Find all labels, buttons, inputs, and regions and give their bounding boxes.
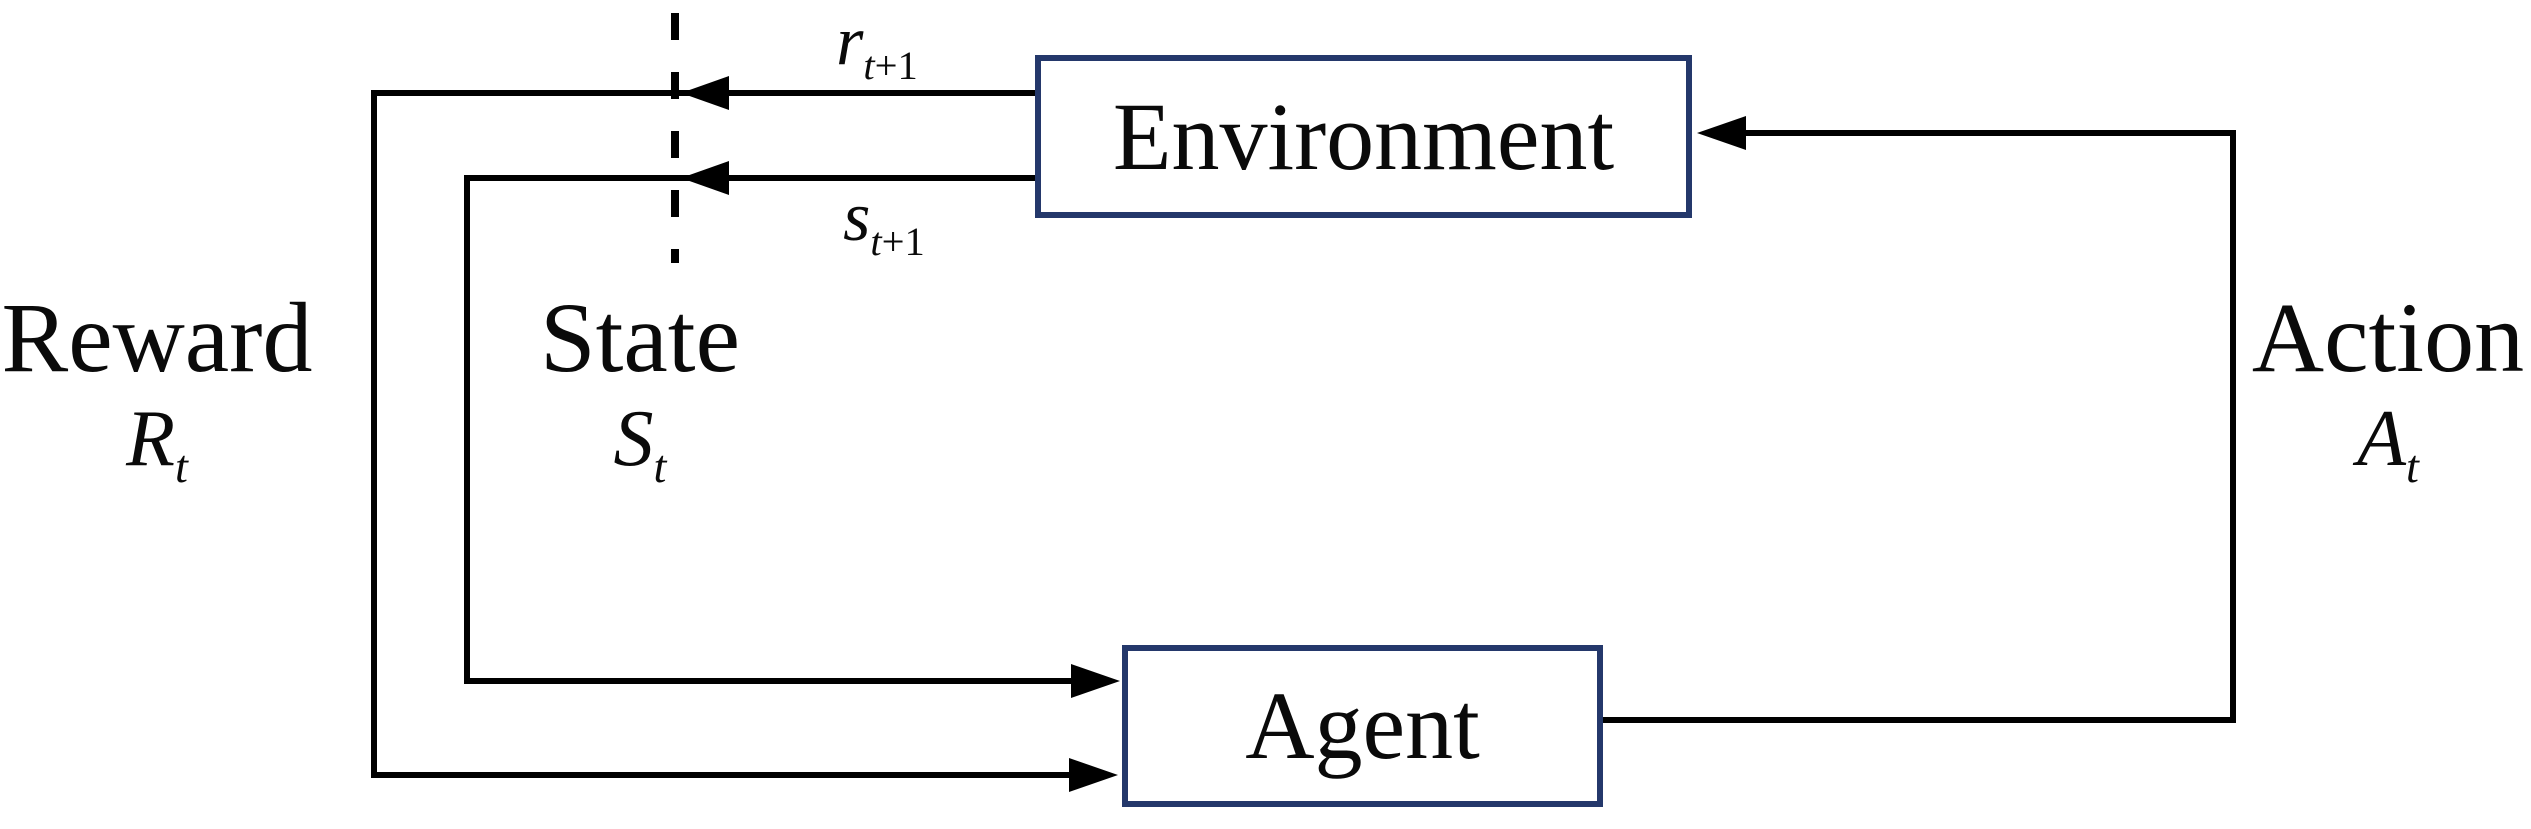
reward-arrowhead-at-boundary-icon <box>681 76 729 110</box>
reward-signal-label: rt+1 <box>836 3 918 88</box>
state-connector-line <box>464 175 1072 684</box>
reward-label: Reward Rt <box>1 282 313 493</box>
agent-box: Agent <box>1122 645 1603 807</box>
state-signal-label: st+1 <box>843 179 925 264</box>
state-word: State <box>540 282 740 393</box>
state-symbol: St <box>613 395 667 493</box>
state-arrowhead-into-agent-icon <box>1071 664 1120 698</box>
environment-box: Environment <box>1035 55 1692 218</box>
state-label: State St <box>540 282 740 493</box>
state-arrowhead-at-boundary-icon <box>681 161 729 195</box>
environment-box-label: Environment <box>1112 82 1615 190</box>
reward-symbol: Rt <box>126 395 188 493</box>
action-connector-line <box>1603 130 2236 723</box>
agent-box-label: Agent <box>1245 672 1480 779</box>
action-arrowhead-into-environment-icon <box>1697 116 1746 150</box>
action-label: Action At <box>2251 282 2525 493</box>
action-symbol: At <box>2357 395 2419 493</box>
reward-word: Reward <box>1 282 313 393</box>
action-word: Action <box>2251 282 2525 393</box>
reward-arrowhead-into-agent-icon <box>1069 758 1118 792</box>
